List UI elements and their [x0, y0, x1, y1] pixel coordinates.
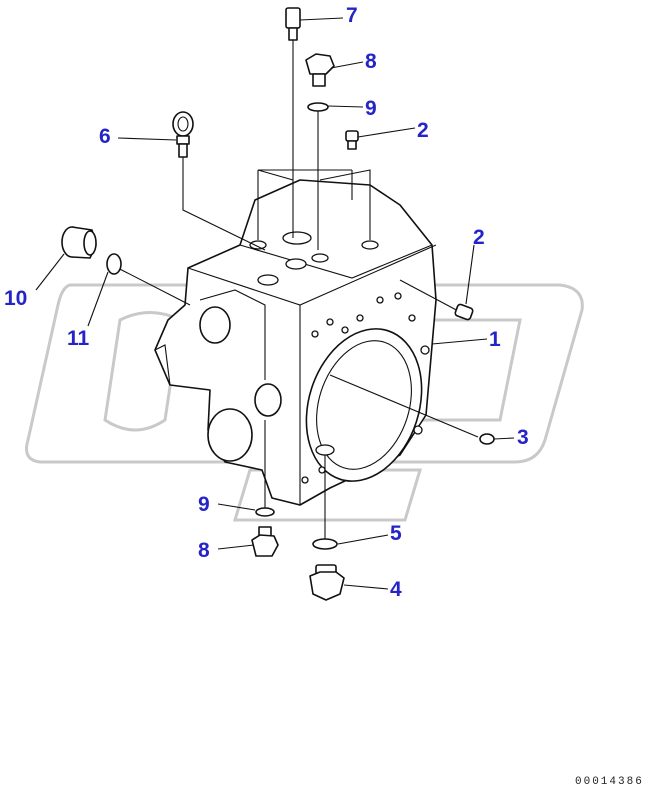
callout-5: 5: [390, 522, 402, 545]
callout-2-right: 2: [473, 226, 485, 249]
callout-2-top: 2: [417, 119, 429, 142]
part-8-plug-bottom: [251, 526, 279, 557]
callout-10: 10: [4, 287, 27, 310]
callout-11: 11: [67, 327, 90, 350]
callout-7: 7: [346, 4, 358, 27]
part-6-eye-bolt: [172, 111, 194, 158]
part-9-o-ring-top: [307, 102, 329, 112]
part-11-o-ring: [106, 253, 122, 275]
part-5-o-ring: [312, 538, 338, 550]
callout-leaders: [35, 17, 515, 590]
callout-3: 3: [517, 426, 529, 449]
part-9-o-ring-bottom: [255, 507, 275, 517]
callout-8-bottom: 8: [198, 539, 210, 562]
part-7-plug: [285, 7, 301, 170]
callout-8-top: 8: [365, 50, 377, 73]
part-2-plug-top: [345, 130, 359, 150]
callout-4: 4: [390, 578, 402, 601]
part-2-plug-right: [454, 303, 474, 321]
part-3-plug: [479, 433, 495, 445]
callout-1: 1: [489, 328, 501, 351]
leader-lines: [111, 157, 479, 540]
callout-9-bottom: 9: [198, 493, 210, 516]
document-number: 00014386: [575, 776, 644, 788]
pump-case-body: [154, 179, 437, 506]
callout-9-top: 9: [365, 97, 377, 120]
callout-6: 6: [99, 125, 111, 148]
part-10-cap: [61, 226, 97, 259]
part-4-plug: [309, 564, 345, 601]
part-8-plug-top: [305, 53, 335, 87]
